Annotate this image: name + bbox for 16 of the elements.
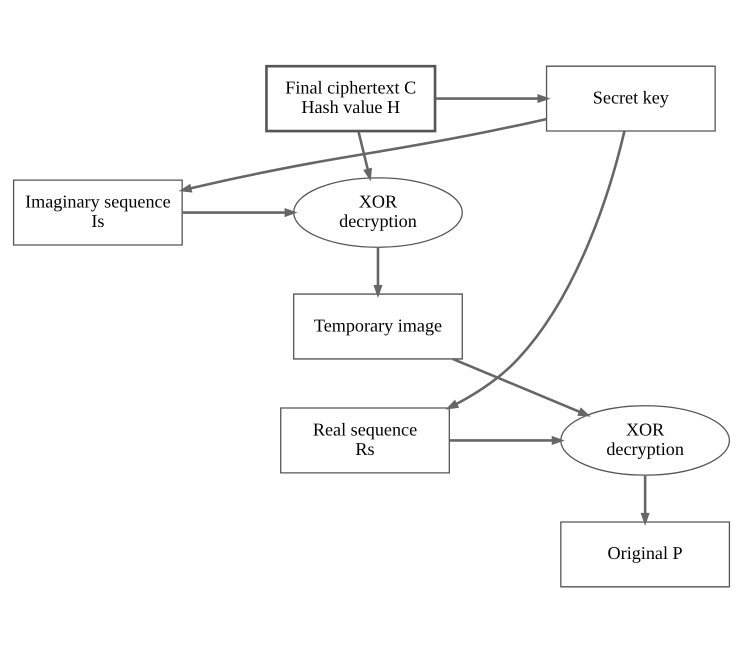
arrow [450, 436, 565, 445]
arrow [373, 248, 383, 298]
arrow [640, 476, 650, 526]
node-box: Secret key [546, 66, 716, 132]
node-ellipse: XOR decryption [293, 177, 463, 248]
arrow [446, 130, 626, 410]
node-box: Temporary image [293, 293, 463, 360]
arrow [182, 208, 298, 218]
node-box: Real sequence Rs [280, 407, 450, 474]
node-box: Original P [560, 521, 730, 588]
node-box: Imaginary sequence Is [12, 179, 183, 246]
arrow [452, 358, 591, 417]
arrow [357, 131, 372, 182]
arrow [436, 94, 550, 104]
arrow [178, 118, 547, 193]
node-box: Final ciphertext C Hash value H [265, 64, 436, 132]
